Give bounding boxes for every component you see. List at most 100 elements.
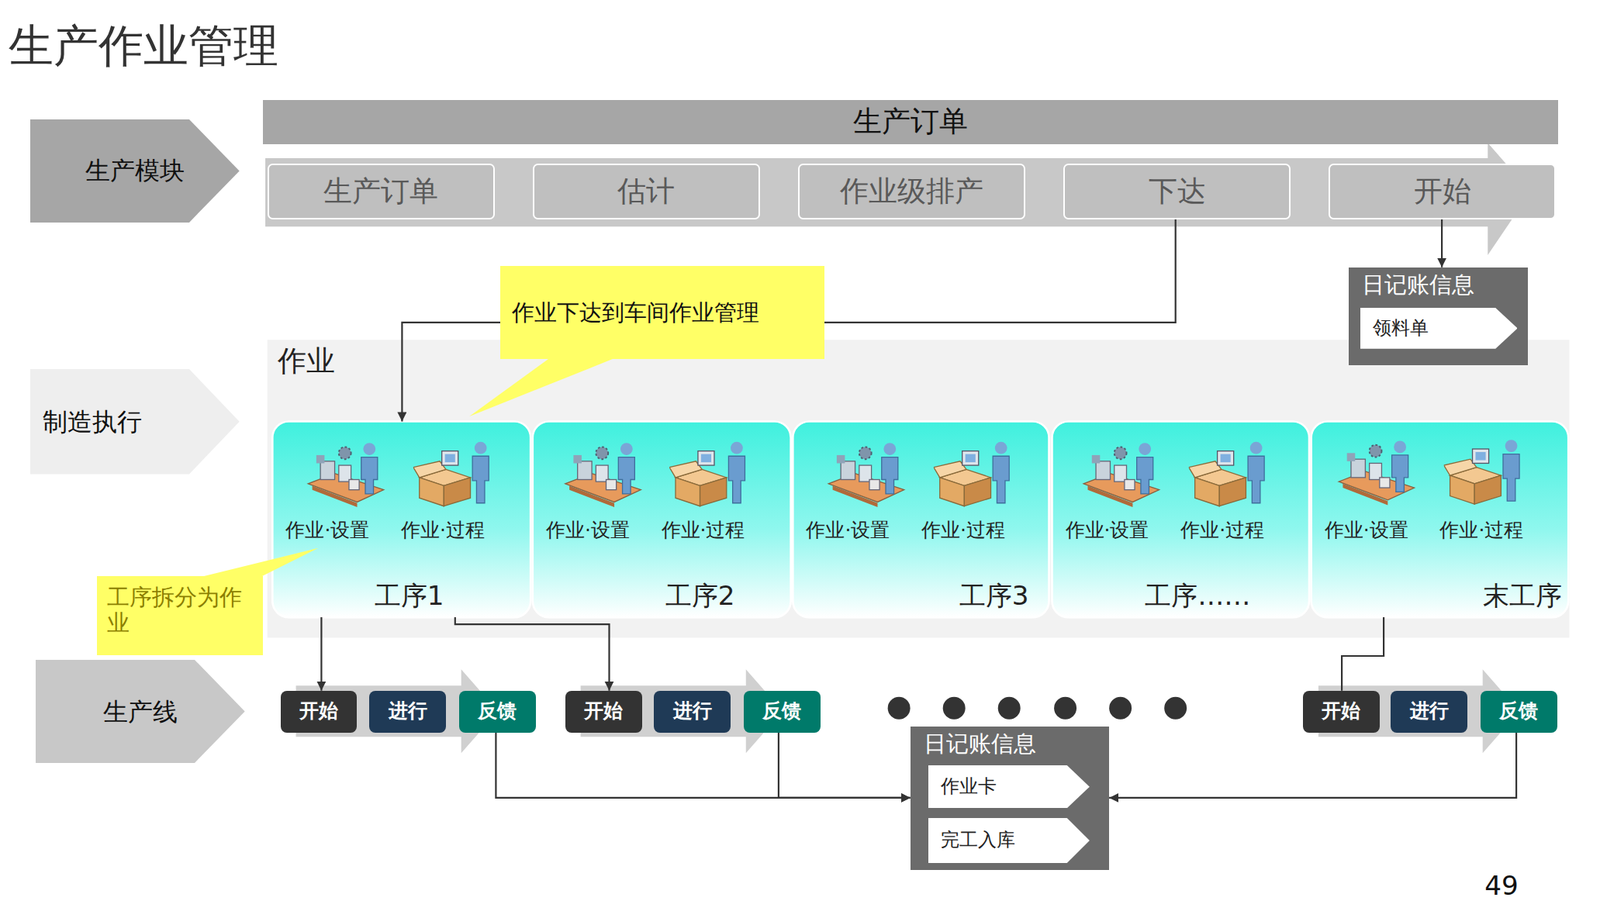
process-icon [413, 442, 489, 507]
journal-box: 日记账信息领料单 [1348, 267, 1528, 366]
node-text: 开始 [299, 700, 339, 723]
node-text: 工序1 [374, 580, 445, 612]
node-text: 估计 [617, 175, 675, 208]
page-number: 49 [1484, 870, 1519, 901]
journal-item: 作业卡 [928, 765, 1090, 809]
node-text: 生产模块 [85, 156, 185, 185]
setup-icon [828, 442, 904, 508]
journal-item: 完工入库 [928, 818, 1090, 864]
connector [1109, 732, 1517, 799]
node-text: 完工入库 [940, 829, 1016, 851]
callout-tail [469, 357, 618, 417]
node-text: 进行 [673, 700, 712, 723]
step-box: 下达 [1063, 163, 1291, 220]
node-text: 开始 [1413, 175, 1472, 208]
setup-icon [1338, 440, 1414, 505]
step-box: 生产订单 [267, 163, 495, 220]
step-box: 开始 [1328, 163, 1556, 220]
operation-panel [267, 339, 1570, 638]
node-text: 日记账信息 [923, 731, 1037, 757]
node-text: 作业·过程 [1180, 519, 1265, 543]
line-step-button: 进行 [369, 691, 446, 733]
order-band: 生产订单 [262, 100, 1559, 145]
setup-icon [565, 442, 641, 508]
node-text: 工序3 [959, 580, 1030, 612]
process-icon [933, 442, 1010, 507]
ellipsis-dot [1164, 697, 1187, 720]
node-text: 作业级排产 [839, 175, 984, 208]
setup-icon [1083, 442, 1159, 508]
process-icon [669, 442, 745, 507]
node-text: 作业·过程 [400, 519, 485, 543]
journal-box: 日记账信息作业卡完工入库 [910, 726, 1110, 871]
chevron-outline [928, 818, 1090, 864]
node-text: 反馈 [1499, 700, 1538, 723]
node-text: 作业·设置 [1065, 519, 1150, 543]
connector [401, 219, 1175, 422]
node-text: 作业·设置 [1324, 519, 1409, 543]
node-text: 作业·过程 [661, 519, 746, 543]
setup-icon [307, 442, 384, 508]
ellipsis-dot [888, 697, 911, 720]
callout-box: 工序拆分为作业 [96, 576, 263, 655]
line-step-button: 进行 [1390, 691, 1468, 733]
node-text: 末工序 [1482, 580, 1562, 612]
chevron-outline [1360, 307, 1518, 350]
node-text: 开始 [1321, 700, 1361, 723]
connector [320, 617, 322, 692]
node-text: 作业·设置 [546, 519, 630, 543]
node-text: 开始 [584, 700, 623, 723]
step-box: 估计 [532, 163, 761, 220]
node-text: 反馈 [762, 700, 802, 723]
connector [1341, 617, 1384, 692]
node-text: 作业 [277, 345, 336, 378]
node-text: 作业下达到车间作业管理 [511, 300, 760, 326]
operation-box: 作业·设置作业·过程工序3 [792, 421, 1049, 618]
node-text: 工序2 [665, 580, 736, 612]
journal-item: 领料单 [1360, 307, 1518, 350]
node-text: 生产订单 [323, 175, 439, 208]
module-chevron: 生产线 [35, 660, 246, 764]
line-step-button: 开始 [565, 691, 643, 733]
process-icon [1188, 442, 1265, 507]
node-text: 反馈 [477, 700, 517, 723]
node-text: 工序拆分为作业 [107, 584, 253, 637]
chevron-outline [30, 119, 240, 223]
operation-box-shape [1311, 421, 1569, 618]
connector [495, 732, 910, 799]
line-step-button: 开始 [1302, 691, 1380, 733]
ellipsis-dot [943, 697, 966, 720]
line-step-button: 反馈 [1480, 691, 1558, 733]
node-text: 生产订单 [853, 105, 968, 139]
node-text: 作业·过程 [1439, 519, 1524, 543]
node-text: 作业卡 [940, 776, 997, 798]
ellipsis-dot [1053, 697, 1077, 720]
line-step-button: 反馈 [743, 691, 821, 733]
node-text: 作业·过程 [921, 519, 1006, 543]
ellipsis-dot [998, 697, 1021, 720]
callout-box: 作业下达到车间作业管理 [500, 266, 825, 360]
connector [1441, 219, 1443, 268]
node-text: 工序…… [1144, 580, 1251, 612]
node-text: 制造执行 [42, 407, 142, 436]
connector [455, 617, 610, 692]
node-text: 日记账信息 [1361, 272, 1475, 298]
module-chevron: 生产模块 [30, 119, 240, 223]
chevron-outline [35, 660, 246, 764]
page-title: 生产作业管理 [8, 16, 279, 77]
chevron-outline [928, 765, 1090, 809]
callout-tail [193, 548, 319, 579]
line-step-button: 反馈 [459, 691, 536, 733]
module-chevron: 制造执行 [30, 369, 240, 475]
node-text: 作业·设置 [285, 519, 370, 543]
node-text: 下达 [1148, 175, 1207, 208]
ellipsis-dot [1109, 697, 1132, 720]
operation-box: 作业·设置 作业·过程末工序 [1311, 421, 1569, 618]
operation-box: 作业·设置 作业·过程工序1 [272, 421, 531, 618]
line-step-button: 开始 [280, 691, 358, 733]
operation-box-shape [532, 421, 792, 618]
node-text: 生产线 [103, 698, 178, 726]
operation-box-shape [272, 421, 531, 618]
step-box: 作业级排产 [798, 163, 1026, 220]
